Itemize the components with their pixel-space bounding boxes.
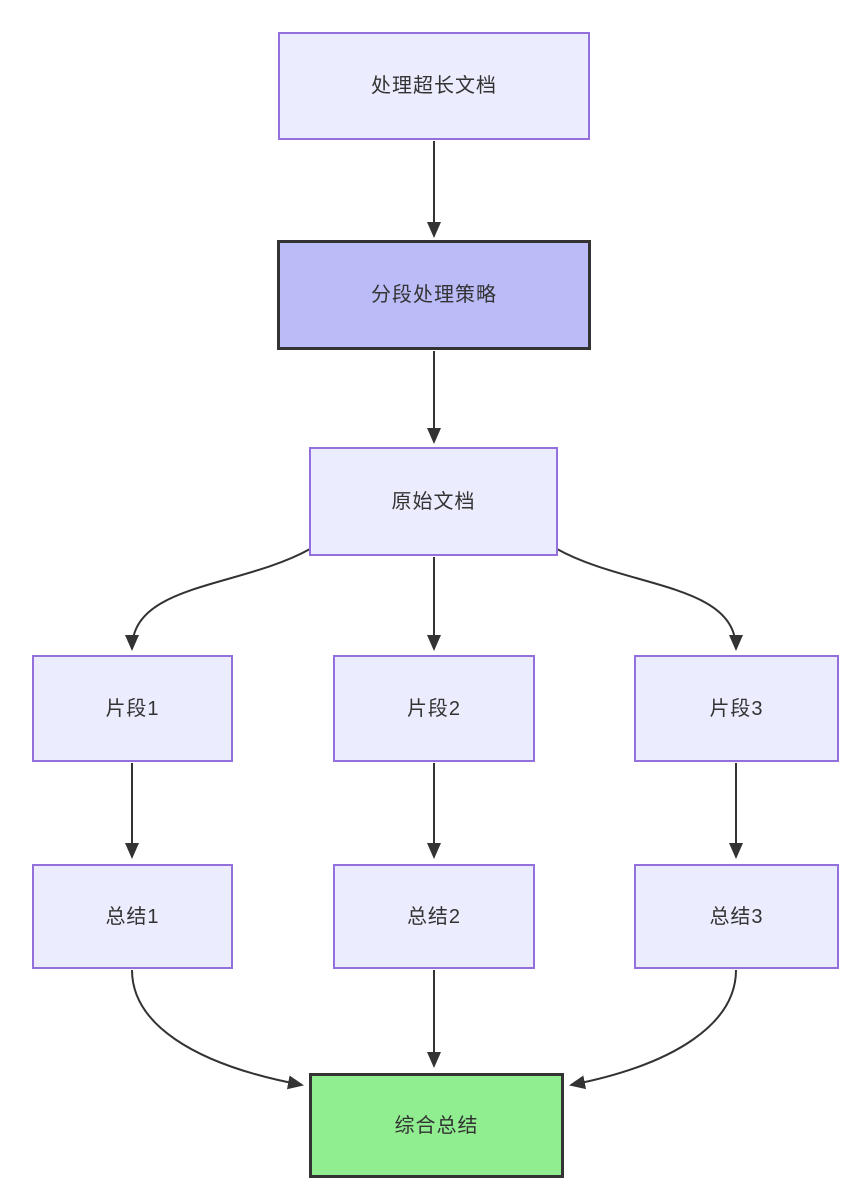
node-label: 总结2 xyxy=(406,905,462,928)
node-label: 总结1 xyxy=(105,905,160,928)
node-label: 片段3 xyxy=(709,697,764,720)
node-summary-1: 总结1 xyxy=(32,864,233,969)
node-fragment-1: 片段1 xyxy=(32,655,233,762)
edge-S3-G xyxy=(569,969,737,1090)
node-original-document: 原始文档 xyxy=(309,447,558,556)
node-label: 原始文档 xyxy=(391,490,476,513)
node-combined-summary: 综合总结 xyxy=(309,1073,564,1178)
node-label: 总结3 xyxy=(709,905,764,928)
edge-C-D1 xyxy=(125,548,311,651)
edge-S1-G xyxy=(131,969,304,1090)
node-label: 综合总结 xyxy=(394,1114,479,1137)
node-label: 片段1 xyxy=(105,697,160,720)
node-label: 片段2 xyxy=(406,697,462,720)
node-fragment-3: 片段3 xyxy=(634,655,839,762)
node-label: 分段处理策略 xyxy=(371,284,497,306)
edge-C-D3 xyxy=(556,548,743,651)
node-summary-3: 总结3 xyxy=(634,864,839,969)
node-fragment-2: 片段2 xyxy=(333,655,535,762)
node-label: 处理超长文档 xyxy=(371,75,497,97)
node-summary-2: 总结2 xyxy=(333,864,535,969)
node-process-long-document: 处理超长文档 xyxy=(278,32,590,140)
node-segmentation-strategy: 分段处理策略 xyxy=(277,240,591,350)
